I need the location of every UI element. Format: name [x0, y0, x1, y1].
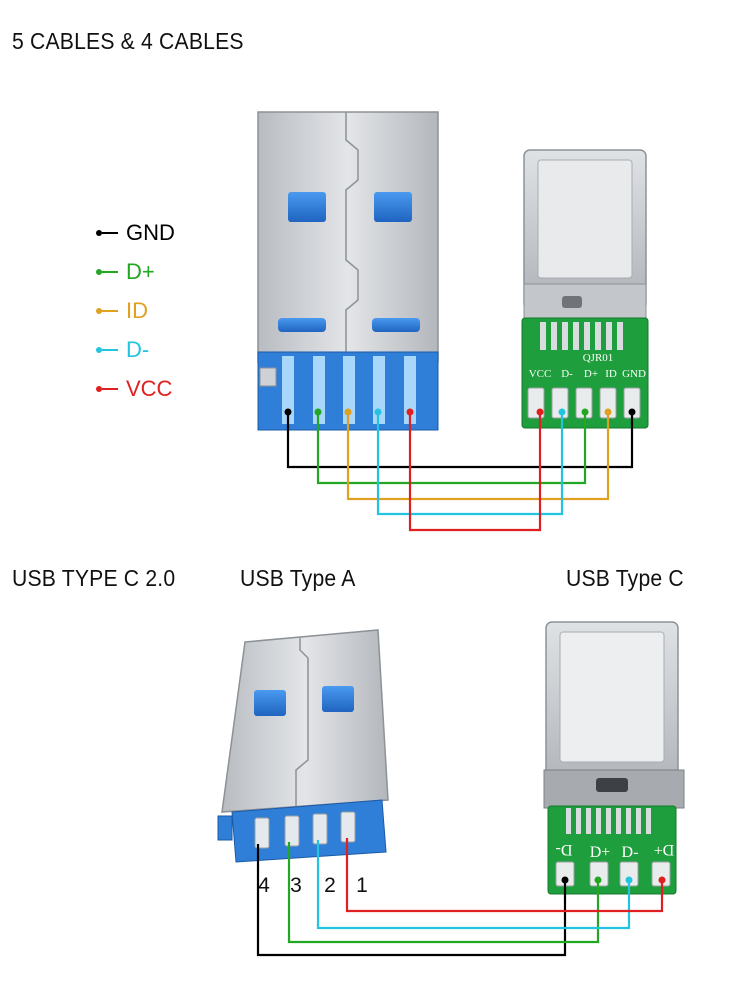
bottom-pcb-pin-dplus: D+ [590, 844, 611, 861]
wire-dminus-bottom [316, 840, 631, 930]
usb-a-pin-1: 1 [356, 874, 368, 897]
top-pcb-board-label: QJR01 [583, 352, 614, 364]
heading-usb-type-c-2: USB TYPE C 2.0 [12, 565, 176, 591]
top-pcb-pin-vcc: VCC [529, 368, 552, 380]
top-pcb-pin-gnd: GND [622, 368, 646, 380]
usb-a-pin-4: 4 [258, 874, 270, 897]
top-wires [286, 412, 634, 532]
bottom-usb-a-connector [217, 629, 389, 863]
legend-label: D+ [126, 259, 155, 284]
usb-a-pin-numbers: 4 3 2 1 [258, 874, 368, 897]
bottom-pcb-pin-dminus-left: D- [556, 841, 573, 858]
legend-dot-icon [96, 269, 102, 275]
wire-id-top [346, 412, 610, 501]
legend-item-dminus: D- [96, 337, 149, 363]
heading-top: 5 CABLES & 4 CABLES [12, 28, 244, 54]
wire-gnd-top [286, 412, 634, 469]
legend-item-id: ID [96, 298, 148, 324]
bottom-wire-dots [561, 876, 666, 884]
legend-label: D- [126, 337, 150, 362]
legend-label: GND [126, 220, 175, 245]
usb-a-pin-3: 3 [290, 874, 302, 897]
bottom-pcb-pin-dminus: D- [622, 844, 639, 861]
heading-usb-type-c: USB Type C [566, 565, 684, 591]
legend-dot-icon [96, 386, 102, 392]
legend-item-gnd: GND [96, 220, 175, 246]
wire-gnd-bottom [256, 844, 567, 957]
top-wire-dots [284, 408, 636, 416]
legend-item-dplus: D+ [96, 259, 155, 285]
top-usb-c-connector: QJR01 VCC D- D+ ID GND [521, 149, 649, 429]
top-pcb-pin-id: ID [605, 368, 617, 380]
wire-dplus-top [316, 412, 587, 485]
heading-usb-type-a: USB Type A [240, 565, 356, 591]
wire-vcc-bottom [345, 838, 664, 913]
usb-a-pin-2: 2 [324, 874, 336, 897]
bottom-wires [256, 838, 664, 957]
bottom-pcb-pin-dplus-right: D+ [654, 841, 675, 858]
legend-dot-icon [96, 230, 102, 236]
top-usb-a-connector [257, 111, 439, 431]
legend-label: ID [126, 298, 148, 323]
top-pcb-pin-dplus: D+ [584, 368, 598, 380]
legend-dot-icon [96, 308, 102, 314]
legend-item-vcc: VCC [96, 376, 172, 402]
bottom-usb-c-connector: D- D+ D- D+ [543, 621, 685, 895]
legend-dot-icon [96, 347, 102, 353]
wire-vcc-top [408, 412, 542, 532]
top-pcb-pin-dminus: D- [561, 368, 573, 380]
wire-dminus-top [376, 412, 564, 516]
legend-label: VCC [126, 376, 173, 401]
